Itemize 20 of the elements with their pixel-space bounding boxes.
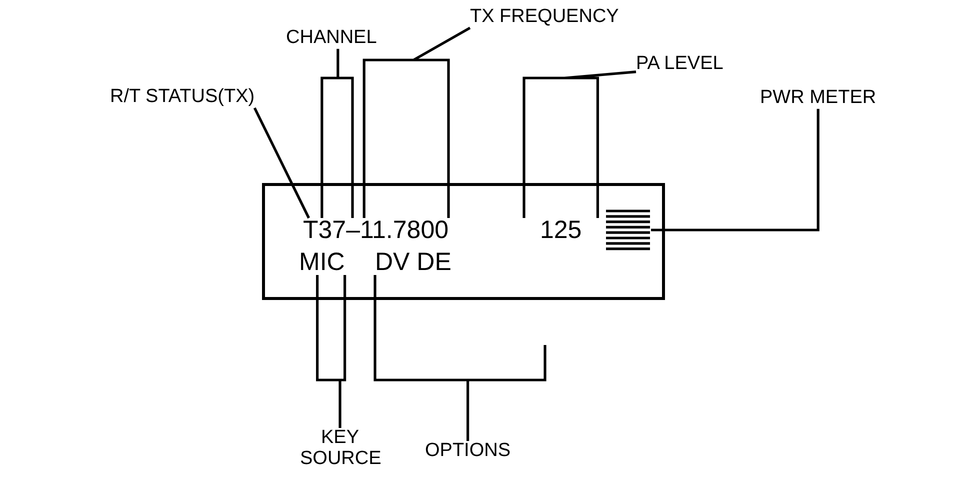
leader-line xyxy=(320,48,354,220)
display-readout: 125 xyxy=(524,218,598,243)
leader-line xyxy=(522,70,638,220)
leader-line xyxy=(362,26,472,220)
callout-label: PA LEVEL xyxy=(636,54,724,75)
bar-meter-icon xyxy=(605,208,651,252)
callout-label: TX FREQUENCY xyxy=(470,7,619,28)
display-panel xyxy=(262,183,665,300)
callout-label: OPTIONS xyxy=(425,441,511,462)
callout-label: R/T STATUS(TX) xyxy=(110,87,255,108)
display-readout: T37–11.7800 xyxy=(303,218,448,243)
leader-line xyxy=(253,107,310,219)
callout-label: KEY SOURCE xyxy=(300,428,380,470)
display-readout: DV DE xyxy=(375,250,452,275)
leader-line xyxy=(651,108,820,232)
callout-label: CHANNEL xyxy=(286,28,377,49)
leader-line xyxy=(374,274,546,442)
display-readout: MIC xyxy=(299,250,345,275)
callout-label: PWR METER xyxy=(760,88,876,109)
leader-line xyxy=(316,274,346,430)
